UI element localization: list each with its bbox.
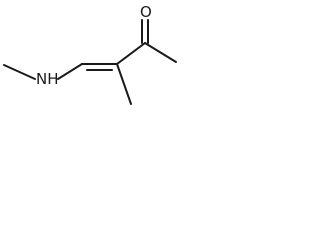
oxygen-label: O: [140, 3, 152, 21]
structural-formula: NH O: [3, 3, 177, 105]
bond-alkene-carbonyl: [116, 42, 146, 65]
nitrogen-symbol: N: [36, 70, 47, 88]
nitrogen-hydrogen: H: [47, 70, 58, 88]
bond-methyl-nitrogen: [3, 64, 36, 80]
bond-alkene-methyl: [116, 63, 132, 105]
nitrogen-label: NH: [36, 70, 59, 88]
bond-carbonyl-methyl: [144, 42, 177, 63]
bond-nitrogen-vinyl-carbon: [57, 63, 83, 80]
